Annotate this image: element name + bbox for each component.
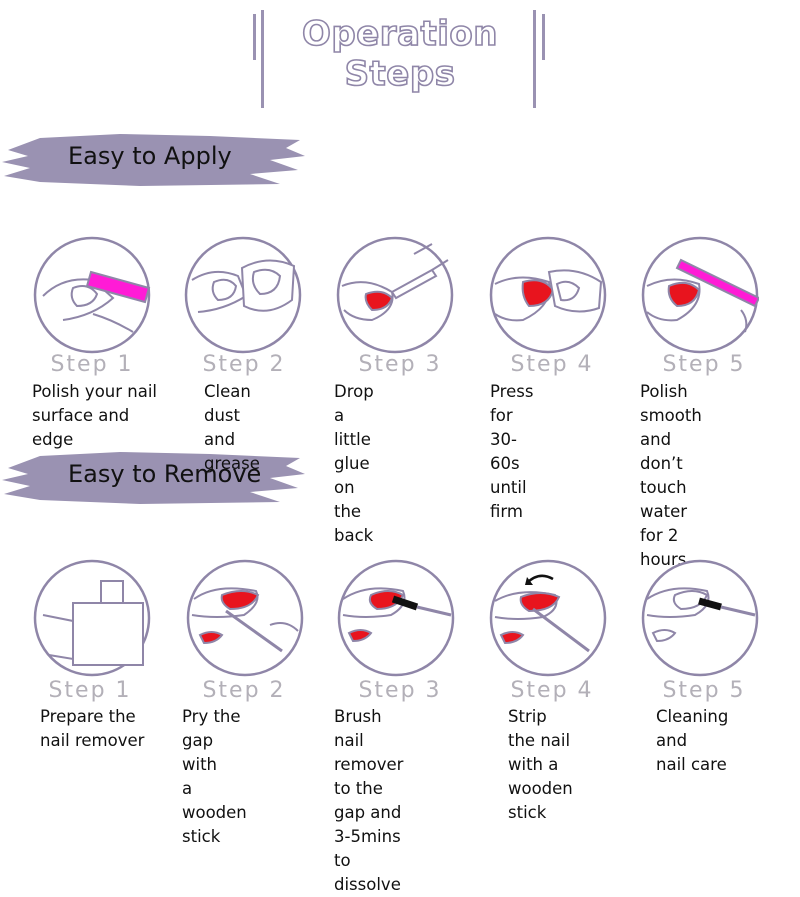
- remove-step-4-text: Strip the nail with a wooden stick: [508, 707, 573, 822]
- remove-step-4-label: Step 4: [510, 678, 594, 703]
- title-bar-left-long: [261, 10, 264, 108]
- remove-step-2-illustration: [186, 559, 304, 677]
- remove-step-1-label: Step 1: [48, 678, 132, 703]
- page-title: Operation Steps: [301, 13, 498, 95]
- apply-step-5-illustration: [641, 236, 759, 354]
- apply-step-1-label: Step 1: [50, 352, 134, 377]
- remove-step-1-text: Prepare the nail remover: [40, 707, 145, 750]
- apply-step-4-label: Step 4: [510, 352, 594, 377]
- strip-nail-icon: [489, 559, 607, 677]
- remove-step-3-label: Step 3: [358, 678, 442, 703]
- apply-step-3-text: Drop a little glue on the back: [334, 382, 374, 545]
- apply-step-4-illustration: [489, 236, 607, 354]
- title-bar-left: [253, 14, 256, 60]
- remover-bottle-icon: [33, 559, 151, 677]
- apply-step-1-illustration: [33, 236, 151, 354]
- nail-care-icon: [641, 559, 759, 677]
- remove-step-2-text: Pry the gap with a wooden stick: [182, 707, 247, 846]
- brush-stroke-icon: [2, 452, 305, 504]
- polish-smooth-icon: [641, 236, 759, 354]
- title-area: Operation Steps: [0, 0, 800, 110]
- title-bar-right-long: [533, 10, 536, 108]
- press-nail-icon: [489, 236, 607, 354]
- remove-banner: Easy to Remove: [0, 446, 310, 508]
- apply-step-4-text: Press for 30-60s until firm: [490, 382, 534, 521]
- brush-remover-icon: [337, 559, 455, 677]
- remove-step-1-illustration: [33, 559, 151, 677]
- apply-step-2-text: Clean dust and grease: [204, 382, 260, 473]
- title-bar-right: [542, 14, 545, 60]
- remove-step-2-label: Step 2: [202, 678, 286, 703]
- apply-heading: Easy to Apply: [68, 142, 232, 170]
- apply-step-2-label: Step 2: [202, 352, 286, 377]
- remove-step-5-illustration: [641, 559, 759, 677]
- nail-file-icon: [33, 236, 151, 354]
- apply-step-5-text: Polish smooth and don’t touch water for …: [640, 382, 702, 569]
- brush-stroke-icon: [2, 134, 305, 186]
- apply-step-5-label: Step 5: [662, 352, 746, 377]
- clean-nail-icon: [184, 236, 302, 354]
- remove-heading: Easy to Remove: [68, 460, 262, 488]
- apply-banner: Easy to Apply: [0, 128, 310, 190]
- remove-step-5-text: Cleaning and nail care: [656, 707, 729, 774]
- apply-step-3-label: Step 3: [358, 352, 442, 377]
- apply-step-3-illustration: [336, 236, 454, 354]
- remove-step-5-label: Step 5: [662, 678, 746, 703]
- pry-nail-icon: [186, 559, 304, 677]
- glue-drop-icon: [336, 236, 454, 354]
- remove-step-4-illustration: [489, 559, 607, 677]
- apply-step-1-text: Polish your nail surface and edge: [32, 382, 158, 449]
- apply-step-2-illustration: [184, 236, 302, 354]
- remove-step-3-text: Brush nail remover to the gap and 3-5min…: [334, 707, 404, 894]
- remove-step-3-illustration: [337, 559, 455, 677]
